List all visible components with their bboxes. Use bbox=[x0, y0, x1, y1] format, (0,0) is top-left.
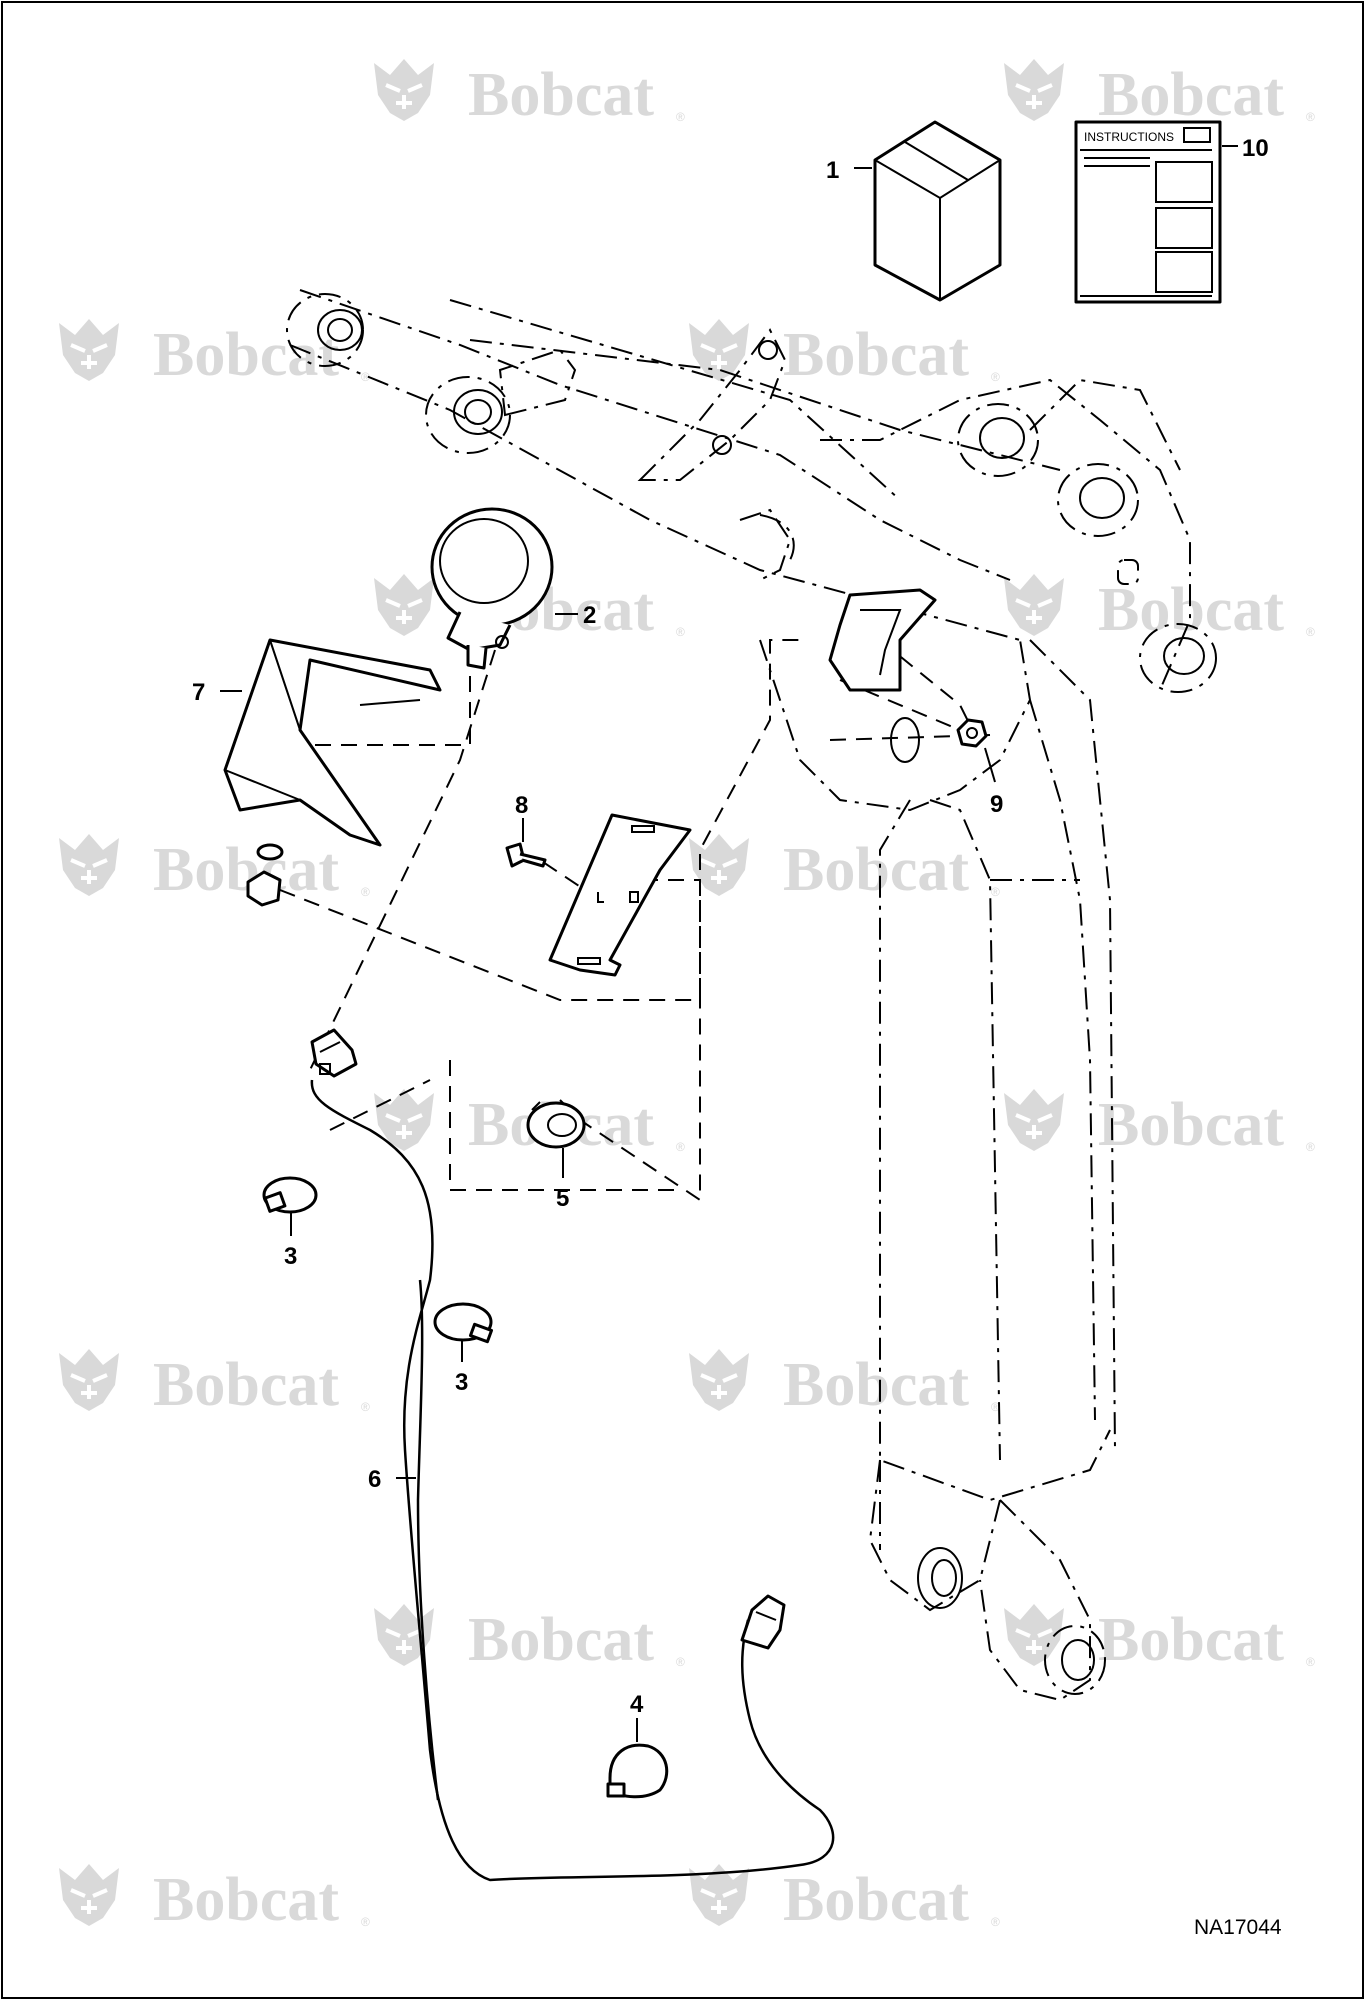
svg-text:Bobcat: Bobcat bbox=[153, 836, 339, 904]
part-dipper-bracket bbox=[828, 588, 937, 763]
callout-5: 5 bbox=[556, 1185, 569, 1212]
svg-text:®: ® bbox=[676, 1140, 685, 1154]
watermark: Bobcat ® bbox=[1002, 1602, 1315, 1674]
callout-3-upper: 3 bbox=[284, 1243, 297, 1270]
part-light-guard bbox=[223, 638, 442, 847]
svg-text:Bobcat: Bobcat bbox=[783, 321, 969, 389]
part-edge-clip bbox=[606, 1743, 669, 1799]
svg-text:Bobcat: Bobcat bbox=[1098, 1606, 1284, 1674]
svg-text:Bobcat: Bobcat bbox=[468, 1606, 654, 1674]
callout-4: 4 bbox=[630, 1691, 644, 1718]
callout-6: 6 bbox=[368, 1466, 381, 1493]
svg-text:Bobcat: Bobcat bbox=[1098, 1091, 1284, 1159]
part-wire-harness bbox=[310, 1079, 835, 1882]
svg-text:®: ® bbox=[1306, 1655, 1315, 1669]
part-cable-tie-upper bbox=[262, 1176, 318, 1214]
watermark: Bobcat ® bbox=[687, 317, 1000, 389]
part-guard-fasteners bbox=[246, 843, 284, 907]
watermark: Bobcat ® bbox=[57, 1347, 370, 1419]
watermark: Bobcat ® bbox=[57, 317, 370, 389]
svg-text:Bobcat: Bobcat bbox=[153, 321, 339, 389]
svg-text:Bobcat: Bobcat bbox=[153, 1351, 339, 1419]
part-harness-connector-light bbox=[310, 1028, 358, 1078]
svg-text:Bobcat: Bobcat bbox=[468, 61, 654, 129]
svg-text:®: ® bbox=[361, 1400, 370, 1414]
callout-7: 7 bbox=[192, 679, 205, 706]
part-instructions-sheet: INSTRUCTIONS bbox=[1074, 120, 1222, 304]
svg-text:®: ® bbox=[991, 1915, 1000, 1929]
watermark: Bobcat ® bbox=[1002, 1087, 1315, 1159]
svg-text:®: ® bbox=[676, 110, 685, 124]
watermark: Bobcat ® bbox=[687, 832, 1000, 904]
svg-text:Bobcat: Bobcat bbox=[1098, 61, 1284, 129]
part-harness-connector-end bbox=[740, 1594, 786, 1650]
part-bolt bbox=[505, 842, 547, 868]
part-nut bbox=[956, 718, 988, 748]
watermark-layer: Bobcat® Bobcat® Bobcat® Bobcat® Bobcat® … bbox=[57, 57, 1315, 1934]
svg-text:®: ® bbox=[361, 1915, 370, 1929]
svg-text:Bobcat: Bobcat bbox=[783, 836, 969, 904]
callout-10: 10 bbox=[1242, 135, 1269, 162]
svg-text:®: ® bbox=[1306, 110, 1315, 124]
svg-text:Bobcat: Bobcat bbox=[783, 1866, 969, 1934]
watermark: Bobcat ® bbox=[687, 1347, 1000, 1419]
watermark: Bobcat ® bbox=[1002, 572, 1315, 644]
watermark: Bobcat ® bbox=[1002, 57, 1315, 129]
svg-text:®: ® bbox=[1306, 625, 1315, 639]
svg-text:Bobcat: Bobcat bbox=[1098, 576, 1284, 644]
part-cable-tie-lower bbox=[433, 1302, 494, 1344]
svg-text:Bobcat: Bobcat bbox=[783, 1351, 969, 1419]
svg-text:®: ® bbox=[991, 885, 1000, 899]
watermark: Bobcat ® bbox=[57, 1862, 370, 1934]
svg-text:®: ® bbox=[1306, 1140, 1315, 1154]
part-work-light bbox=[430, 507, 554, 670]
callouts: 1 10 2 7 8 9 5 3 3 6 4 bbox=[192, 135, 1269, 1742]
svg-text:®: ® bbox=[676, 1655, 685, 1669]
drawing-number: NA17044 bbox=[1194, 1916, 1282, 1939]
part-kit-box bbox=[873, 120, 1002, 302]
svg-text:®: ® bbox=[361, 370, 370, 384]
watermark: Bobcat ® bbox=[687, 1862, 1000, 1934]
watermark: Bobcat ® bbox=[372, 1602, 685, 1674]
callout-2: 2 bbox=[583, 602, 596, 629]
watermark: Bobcat ® bbox=[57, 832, 370, 904]
svg-text:®: ® bbox=[991, 370, 1000, 384]
part-mounting-bracket bbox=[548, 813, 692, 977]
excavator-arm-phantom bbox=[286, 289, 1217, 1702]
part-grommet bbox=[526, 1101, 586, 1149]
svg-text:®: ® bbox=[676, 625, 685, 639]
svg-text:®: ® bbox=[991, 1400, 1000, 1414]
instructions-heading: INSTRUCTIONS bbox=[1084, 130, 1174, 144]
callout-3-lower: 3 bbox=[455, 1369, 468, 1396]
callout-8: 8 bbox=[515, 792, 528, 819]
watermark: Bobcat ® bbox=[372, 57, 685, 129]
svg-text:Bobcat: Bobcat bbox=[153, 1866, 339, 1934]
callout-9: 9 bbox=[990, 791, 1003, 818]
svg-text:®: ® bbox=[361, 885, 370, 899]
callout-1: 1 bbox=[826, 157, 839, 184]
